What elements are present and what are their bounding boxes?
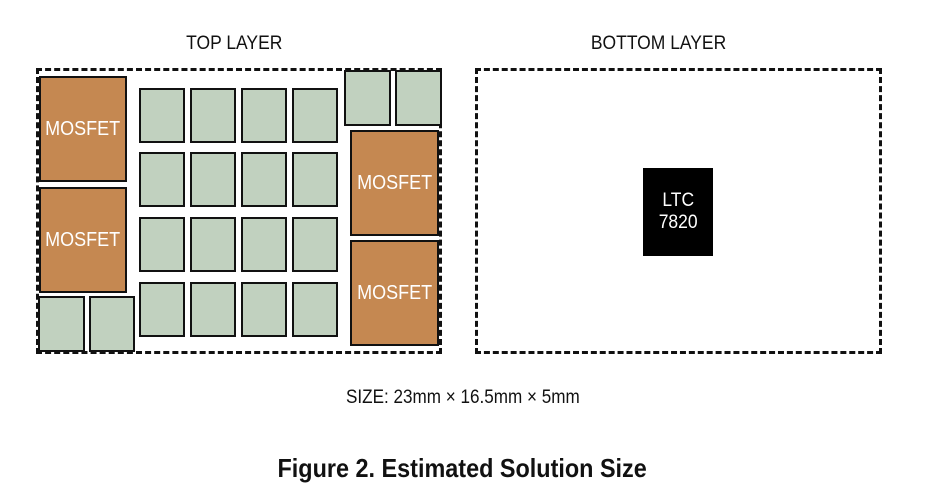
capacitor (139, 88, 185, 143)
mosfet-label: MOSFET (45, 117, 121, 140)
bottom-layer-board: LTC 7820 (475, 68, 882, 354)
capacitor (139, 282, 185, 337)
top-layer-board: MOSFET MOSFET MOSFET MOSFET (36, 68, 442, 354)
figure-caption-text: Figure 2. Estimated Solution Size (277, 453, 648, 483)
capacitor (292, 217, 338, 272)
capacitor (190, 282, 236, 337)
capacitor (139, 217, 185, 272)
capacitor (241, 88, 287, 143)
capacitor (292, 88, 338, 143)
capacitor (395, 70, 442, 126)
size-dimensions: SIZE: 23mm × 16.5mm × 5mm (0, 387, 925, 409)
capacitor (241, 217, 287, 272)
chip-label-line2: 7820 (658, 212, 698, 233)
capacitor (292, 152, 338, 207)
mosfet-label: MOSFET (356, 281, 433, 304)
mosfet-top-left-2: MOSFET (39, 187, 127, 293)
capacitor (241, 282, 287, 337)
mosfet-top-right-1: MOSFET (350, 130, 439, 236)
mosfet-top-right-2: MOSFET (350, 240, 439, 346)
size-dimensions-text: SIZE: 23mm × 16.5mm × 5mm (345, 387, 580, 408)
ltc7820-chip: LTC 7820 (643, 168, 713, 256)
capacitor (89, 296, 135, 352)
mosfet-label: MOSFET (356, 171, 433, 194)
mosfet-top-left-1: MOSFET (39, 76, 127, 182)
capacitor (190, 88, 236, 143)
capacitor (139, 152, 185, 207)
chip-label-line1: LTC (662, 190, 694, 211)
capacitor (190, 152, 236, 207)
capacitor (38, 296, 85, 352)
capacitor (292, 282, 338, 337)
figure-caption: Figure 2. Estimated Solution Size (0, 453, 925, 484)
top-layer-title: TOP LAYER (186, 33, 283, 54)
mosfet-label: MOSFET (45, 228, 121, 251)
bottom-layer-title: BOTTOM LAYER (590, 33, 727, 54)
capacitor (344, 70, 391, 126)
capacitor (241, 152, 287, 207)
capacitor (190, 217, 236, 272)
